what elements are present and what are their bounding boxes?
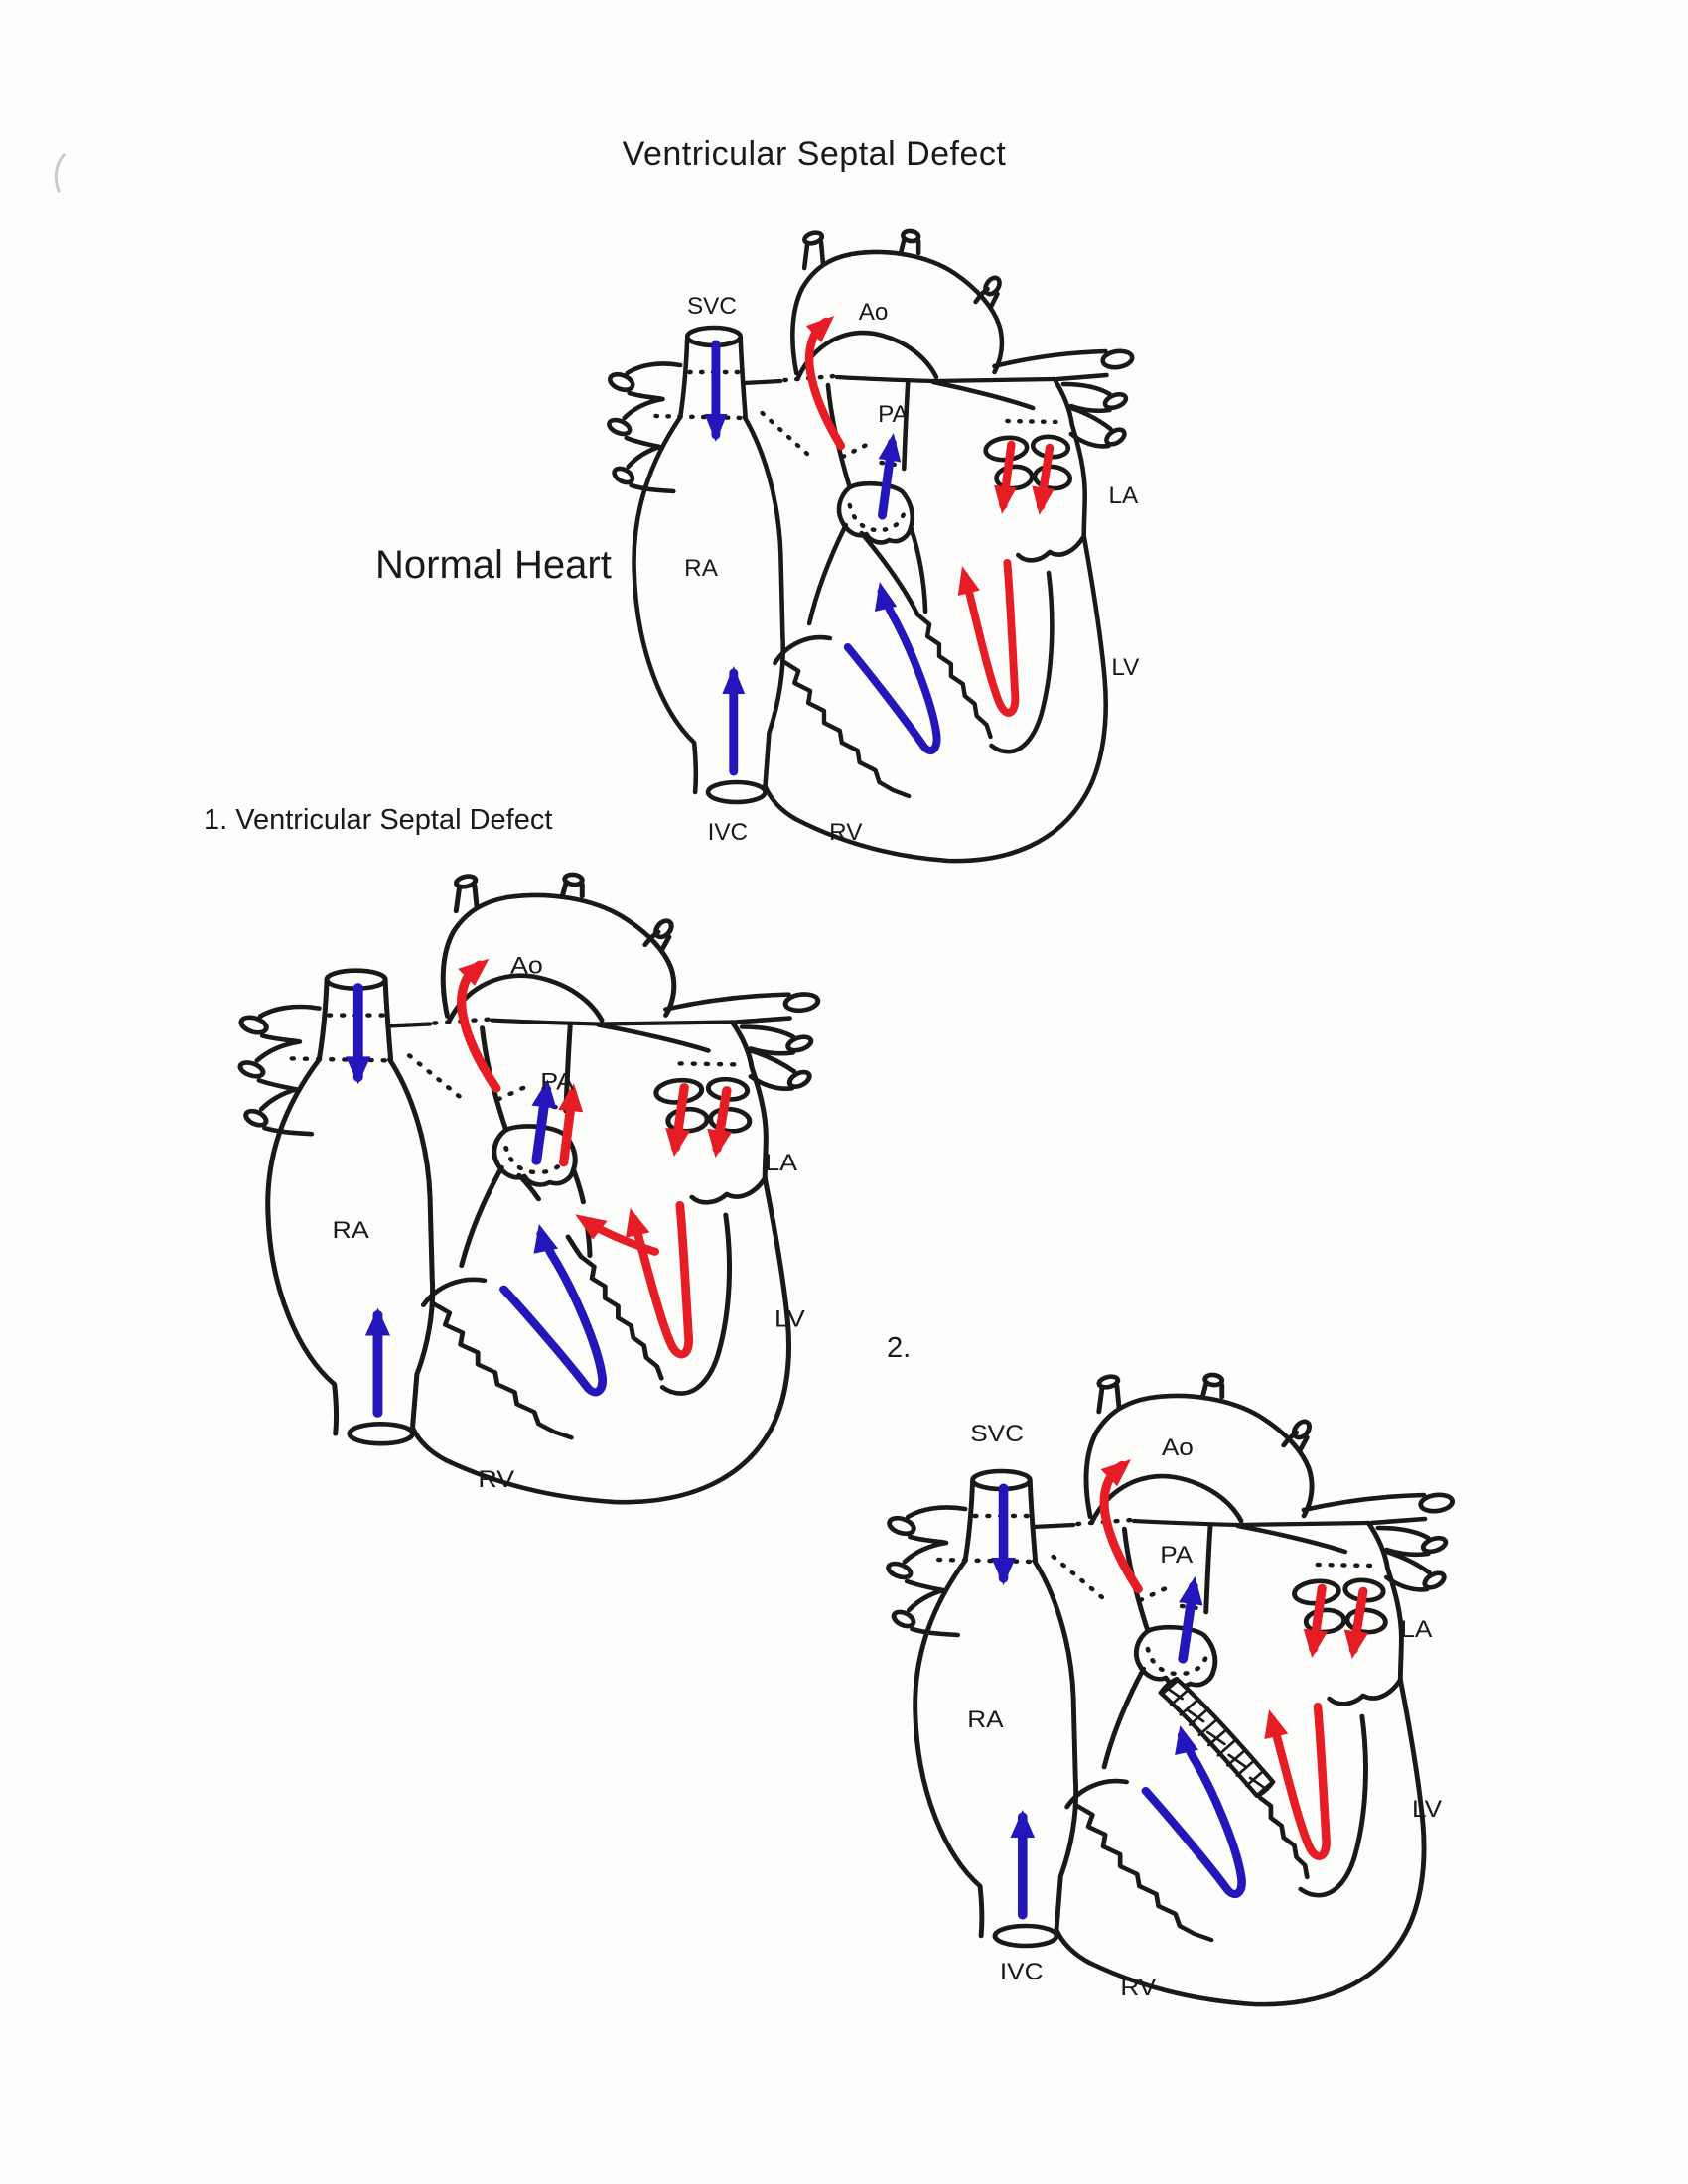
caption-defect-2: 2.: [887, 1332, 912, 1364]
label-ao: Ao: [859, 299, 889, 326]
label-rv: RV: [478, 1466, 514, 1493]
label-rv: RV: [1120, 1975, 1156, 2001]
caption-defect-1: 1. Ventricular Septal Defect: [204, 804, 553, 836]
label-ra: RA: [332, 1217, 369, 1244]
venous-flow-arrows: [991, 1483, 1246, 1920]
label-pa: PA: [540, 1068, 575, 1095]
label-svc: SVC: [687, 293, 737, 320]
stray-pen-mark: [54, 153, 66, 193]
label-la: LA: [1400, 1616, 1432, 1643]
label-ao: Ao: [1162, 1434, 1194, 1461]
label-rv: RV: [829, 819, 863, 846]
label-ra: RA: [684, 555, 718, 582]
label-svc: SVC: [970, 1421, 1024, 1447]
anatomy-outline: [607, 228, 1135, 864]
label-ra: RA: [967, 1706, 1003, 1733]
label-la: LA: [1109, 482, 1139, 509]
arterial-flow-arrows: [1099, 1458, 1369, 1860]
caption-normal-heart: Normal Heart: [375, 543, 612, 587]
venous-flow-arrows: [704, 340, 941, 776]
label-la: LA: [765, 1150, 798, 1176]
arterial-flow-arrows: [804, 315, 1055, 717]
label-ao: Ao: [510, 953, 543, 980]
label-lv: LV: [1412, 1796, 1442, 1823]
label-lv: LV: [1111, 654, 1140, 681]
arterial-flow-arrows: [457, 958, 733, 1359]
septal-patch-hatched: [1158, 1676, 1276, 1799]
label-ivc: IVC: [708, 819, 748, 846]
label-pa: PA: [878, 401, 909, 428]
label-lv: LV: [774, 1306, 805, 1333]
page-title: Ventricular Septal Defect: [622, 135, 1007, 173]
label-pa: PA: [1160, 1542, 1193, 1569]
venous-flow-arrows: [346, 983, 608, 1418]
label-ivc: IVC: [1000, 1959, 1044, 1985]
